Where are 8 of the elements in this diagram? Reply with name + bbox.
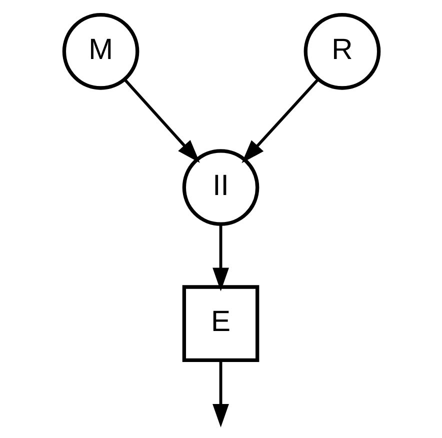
arrow [212,224,228,291]
arrow [123,78,200,162]
node-circle: II [182,148,259,226]
node-box: E [182,284,259,362]
node-circle: M [62,12,139,90]
arrow [212,360,228,427]
arrow [241,78,319,163]
node-circle: R [303,12,380,90]
